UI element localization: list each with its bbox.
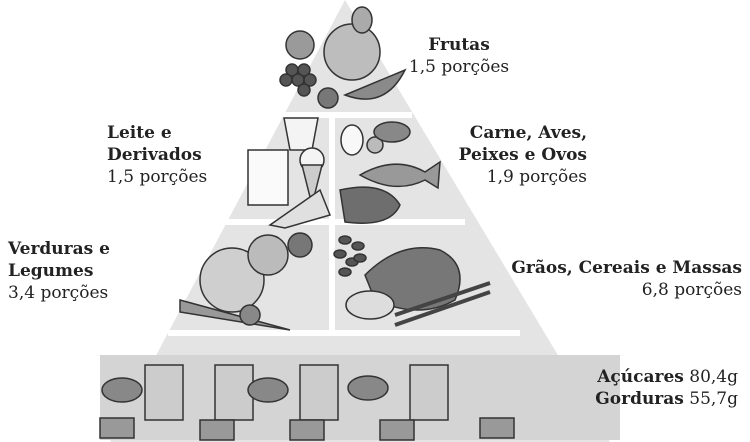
grains-label: Grãos, Cereais e Massas 6,8 porções — [488, 257, 742, 301]
sugars-amount: 80,4g — [689, 367, 738, 387]
dairy-name-line2: Derivados — [107, 145, 202, 165]
milk-glass-icon — [248, 150, 288, 205]
egg-icon — [341, 125, 363, 155]
grains-amount: 6,8 porções — [488, 279, 742, 301]
vegetables-name-line2: Legumes — [8, 261, 93, 281]
grains-name: Grãos, Cereais e Massas — [511, 258, 742, 278]
grapes-icon — [280, 64, 316, 96]
vegetables-label: Verduras e Legumes 3,4 porções — [8, 238, 133, 304]
fruits-label: Frutas 1,5 porções — [405, 34, 513, 78]
meat-name-line2: Peixes e Ovos — [459, 145, 587, 165]
fruits-amount: 1,5 porções — [405, 56, 513, 78]
fruits-name: Frutas — [428, 35, 490, 55]
yogurt-cup-icon — [284, 118, 318, 150]
fats-amount: 55,7g — [689, 389, 738, 409]
sugars-name: Açúcares — [597, 367, 684, 387]
fats-name: Gorduras — [595, 389, 684, 409]
dairy-label: Leite e Derivados 1,5 porções — [107, 122, 237, 188]
dairy-amount: 1,5 porções — [107, 166, 237, 188]
vegetables-name-line1: Verduras e — [8, 239, 110, 259]
tomato-icon — [288, 233, 312, 257]
dairy-name-line1: Leite e — [107, 123, 172, 143]
melon-icon — [324, 24, 380, 80]
vegetables-amount: 3,4 porções — [8, 282, 133, 304]
pear-icon — [352, 7, 372, 33]
chicken-leg-icon — [374, 122, 410, 142]
meat-name-line1: Carne, Aves, — [470, 123, 587, 143]
sugars-fats-label: Açúcares 80,4g Gorduras 55,7g — [560, 366, 738, 410]
apple-icon — [318, 88, 338, 108]
meat-amount: 1,9 porções — [446, 166, 587, 188]
meat-label: Carne, Aves, Peixes e Ovos 1,9 porções — [446, 122, 587, 188]
